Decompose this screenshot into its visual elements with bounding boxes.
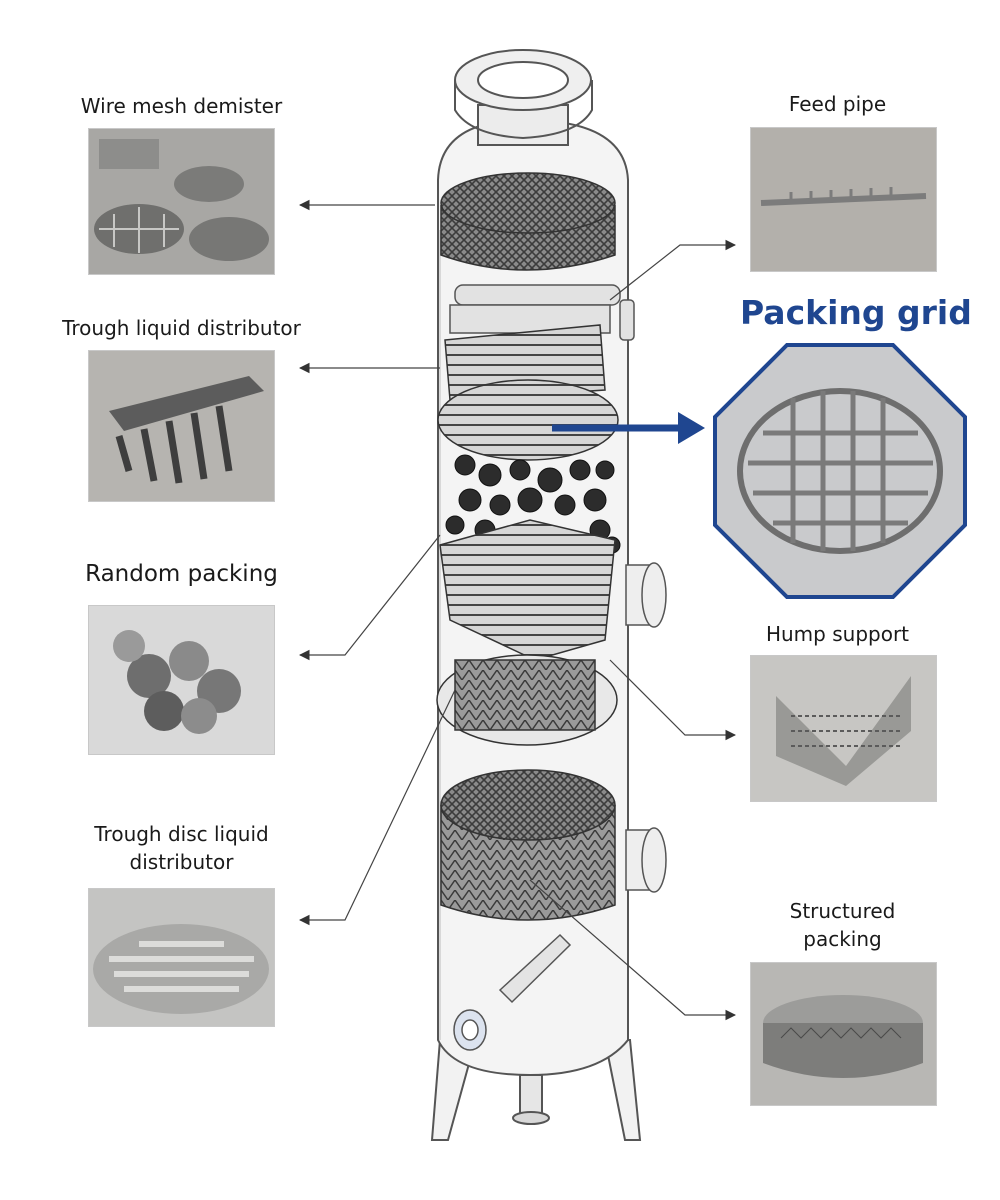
photo-trough-disc-distributor xyxy=(88,888,275,1027)
side-nozzle-lower xyxy=(625,827,667,893)
photo-random-packing xyxy=(88,605,275,755)
structured-packing-drawing xyxy=(440,769,616,921)
label-trough-disc-line1: Trough disc liquid xyxy=(94,822,269,846)
label-feed-pipe: Feed pipe xyxy=(788,92,887,116)
label-trough-liquid-distributor: Trough liquid distributor xyxy=(62,316,301,340)
label-wire-mesh-demister: Wire mesh demister xyxy=(80,94,283,118)
label-trough-disc-line2: distributor xyxy=(129,850,234,874)
photo-trough-liquid-distributor xyxy=(88,350,275,502)
photo-feed-pipe xyxy=(750,127,937,272)
label-hump-support: Hump support xyxy=(765,622,910,646)
side-nozzle-upper xyxy=(625,562,667,628)
arrow-right-icon xyxy=(678,412,705,444)
demister-pad xyxy=(440,172,616,271)
photo-wire-mesh-demister xyxy=(88,128,275,275)
label-structured-line2: packing xyxy=(803,927,882,951)
photo-packing-grid xyxy=(713,343,967,599)
photo-structured-packing xyxy=(750,962,937,1106)
packing-grid-drawing xyxy=(437,379,619,461)
trough-distributor-drawing xyxy=(444,324,606,401)
trough-disc-drawing xyxy=(436,654,618,746)
label-random-packing: Random packing xyxy=(85,561,278,587)
packing-grid-title: Packing grid xyxy=(740,293,972,332)
photo-hump-support xyxy=(750,655,937,802)
hump-support-drawing xyxy=(439,519,616,661)
gas-inlet-drawing xyxy=(453,933,572,1051)
label-structured-line1: Structured xyxy=(789,899,896,923)
callout-lines xyxy=(298,199,737,1021)
